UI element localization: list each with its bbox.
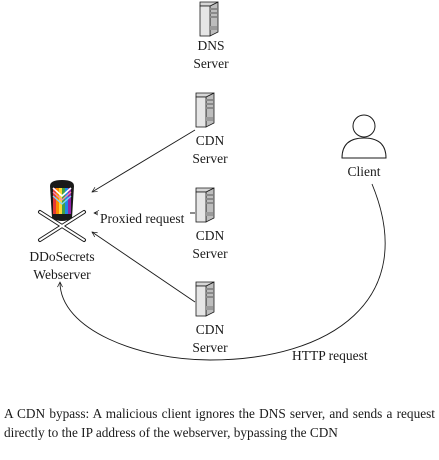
cdn-server-2-label-line1: CDN bbox=[196, 228, 225, 243]
cdn-server-3-label-line2: Server bbox=[192, 340, 228, 355]
cdn-server-1-label-line2: Server bbox=[192, 151, 228, 166]
user-icon bbox=[341, 114, 387, 159]
cdn-server-node-2: CDN Server bbox=[192, 187, 228, 261]
http-request-curve-arrow bbox=[60, 183, 386, 361]
dns-server-label-line1: DNS bbox=[197, 38, 224, 53]
cdn-server-3-label-line1: CDN bbox=[196, 322, 225, 337]
figure-caption: A CDN bypass: A malicious client ignores… bbox=[4, 406, 435, 440]
proxied-request-label: Proxied request bbox=[100, 211, 185, 226]
server-icon bbox=[195, 187, 215, 223]
cdn-server-node-3: CDN Server bbox=[192, 281, 228, 355]
http-request-label: HTTP request bbox=[292, 348, 368, 363]
client-label: Client bbox=[348, 164, 381, 179]
server-icon bbox=[199, 1, 219, 37]
server-icon bbox=[195, 281, 215, 317]
cdn3-to-webserver-arrow bbox=[92, 232, 196, 303]
cdn-server-node-1: CDN Server bbox=[192, 92, 228, 166]
webserver-label-line1: DDoSecrets bbox=[29, 249, 94, 264]
cdn-bypass-diagram: DNS Server CDN Server CDN Server CDN Ser… bbox=[29, 1, 387, 363]
server-icon bbox=[195, 92, 215, 128]
ddosecrets-skull-logo bbox=[38, 180, 86, 242]
proxied-request-label-bg bbox=[98, 211, 190, 227]
dns-server-node: DNS Server bbox=[193, 1, 229, 71]
webserver-label-line2: Webserver bbox=[33, 267, 91, 282]
dns-server-label-line2: Server bbox=[193, 56, 229, 71]
client-node: Client bbox=[341, 114, 387, 179]
cdn-server-2-label-line2: Server bbox=[192, 246, 228, 261]
cdn1-to-webserver-arrow bbox=[92, 129, 196, 192]
cdn-server-1-label-line1: CDN bbox=[196, 133, 225, 148]
ddosecrets-webserver-node: DDoSecrets Webserver bbox=[29, 180, 95, 282]
